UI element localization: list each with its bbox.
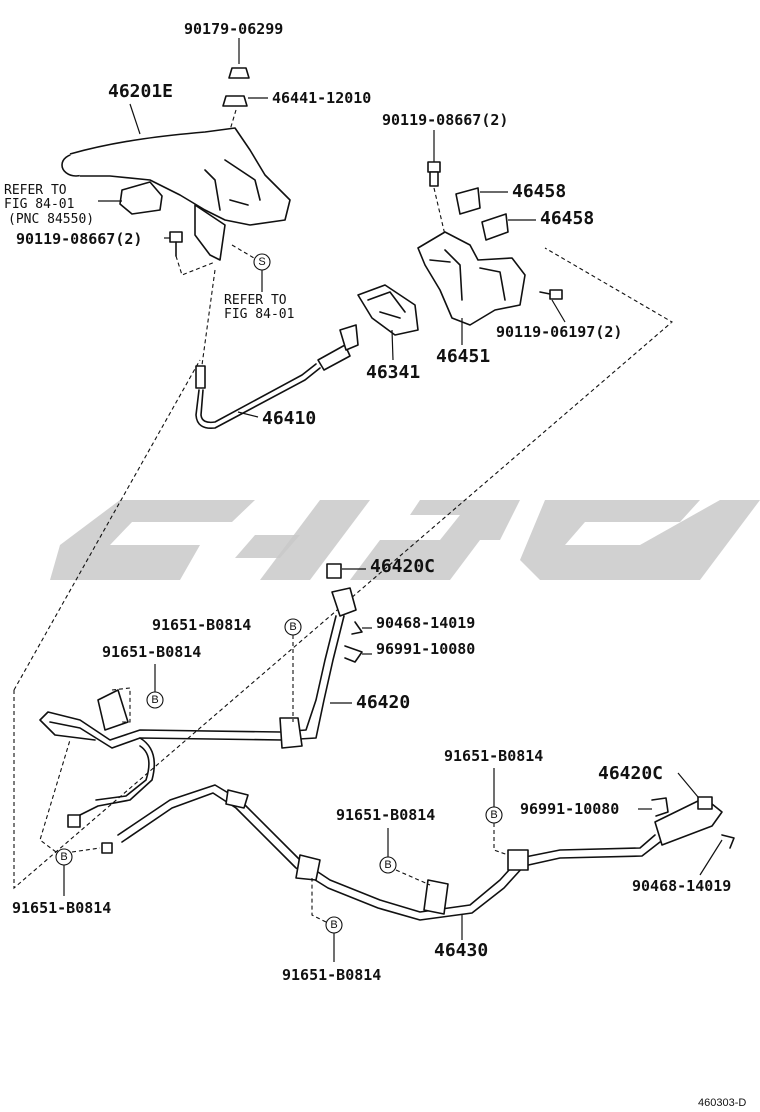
equalizer-icon xyxy=(357,284,419,336)
leader-dash xyxy=(111,687,131,723)
cable-end-icon xyxy=(326,563,366,579)
bolt-icon xyxy=(427,130,441,187)
brake-switch-icon xyxy=(98,181,163,215)
s-marker-label: S xyxy=(258,256,265,268)
part-label-90179-06299: 90179-06299 xyxy=(184,20,283,38)
part-label-46341: 46341 xyxy=(366,362,420,383)
bolt-icon xyxy=(164,231,183,257)
part-label-46420C-top: 46420C xyxy=(370,556,435,577)
pnc-label: (PNC 84550) xyxy=(8,212,94,227)
b-marker-label: B xyxy=(60,851,67,863)
part-label-90468-14019-a: 90468-14019 xyxy=(376,614,475,632)
b-marker-label: B xyxy=(289,621,296,633)
bracket-icon xyxy=(417,231,526,326)
leader-dash xyxy=(395,869,431,886)
part-label-91651-d: 91651-B0814 xyxy=(444,747,543,765)
part-label-90468-14019-b: 90468-14019 xyxy=(632,877,731,895)
part-label-46451: 46451 xyxy=(436,346,490,367)
diagram-code: 460303-D xyxy=(698,1097,746,1109)
clip-icon xyxy=(344,645,372,663)
leader-dash xyxy=(175,255,216,276)
part-label-91651-b: 91651-B0814 xyxy=(102,643,201,661)
part-label-46458-a: 46458 xyxy=(512,181,566,202)
cable-end-icon xyxy=(677,772,713,810)
washer-icon xyxy=(222,95,268,107)
part-label-46410: 46410 xyxy=(262,408,316,429)
leader-dash xyxy=(231,244,255,259)
fig-ref-label-mid: FIG 84-01 xyxy=(224,307,294,322)
leader-dash xyxy=(493,823,509,856)
refer-to-label-left: REFER TO xyxy=(4,183,67,198)
watermark-logo xyxy=(50,500,760,580)
part-label-46420: 46420 xyxy=(356,692,410,713)
b-marker-label: B xyxy=(151,694,158,706)
part-label-91651-f: 91651-B0814 xyxy=(282,966,381,984)
leader xyxy=(237,411,259,418)
clip-icon xyxy=(638,797,669,817)
part-label-46420C-right: 46420C xyxy=(598,763,663,784)
leader-dash xyxy=(229,109,237,131)
part-label-90119-08667-left: 90119-08667(2) xyxy=(16,230,142,248)
b-marker-label: B xyxy=(490,809,497,821)
part-label-90119-06197: 90119-06197(2) xyxy=(496,323,622,341)
hand-brake-lever-icon xyxy=(61,127,291,261)
clip-icon xyxy=(699,834,735,876)
pad-icon xyxy=(481,213,536,241)
pad-icon xyxy=(455,187,508,215)
nut-icon xyxy=(228,38,250,79)
leader xyxy=(391,329,394,361)
part-label-46458-b: 46458 xyxy=(540,208,594,229)
part-label-91651-e: 91651-B0814 xyxy=(12,899,111,917)
part-label-90119-08667-top: 90119-08667(2) xyxy=(382,111,508,129)
leader-dash xyxy=(311,878,327,923)
b-marker-label: B xyxy=(330,919,337,931)
part-label-46441-12010: 46441-12010 xyxy=(272,89,371,107)
leader-dash xyxy=(39,739,101,853)
b-marker-label: B xyxy=(384,859,391,871)
part-label-91651-a: 91651-B0814 xyxy=(152,616,251,634)
fig-ref-label-left: FIG 84-01 xyxy=(4,197,74,212)
rear-right-cable-icon xyxy=(101,784,723,921)
refer-to-label-mid: REFER TO xyxy=(224,293,287,308)
leader-dash xyxy=(433,187,446,236)
assembly-frame-left xyxy=(13,359,201,691)
leader xyxy=(129,103,141,135)
part-label-91651-c: 91651-B0814 xyxy=(336,806,435,824)
part-label-96991-10080-b: 96991-10080 xyxy=(520,800,619,818)
clip-icon xyxy=(351,621,372,635)
front-cable-icon xyxy=(195,269,359,430)
part-label-46201E: 46201E xyxy=(108,81,173,102)
bolt-icon xyxy=(539,289,566,323)
part-label-96991-10080-a: 96991-10080 xyxy=(376,640,475,658)
part-label-46430: 46430 xyxy=(434,940,488,961)
rear-left-cable-icon xyxy=(39,587,357,828)
